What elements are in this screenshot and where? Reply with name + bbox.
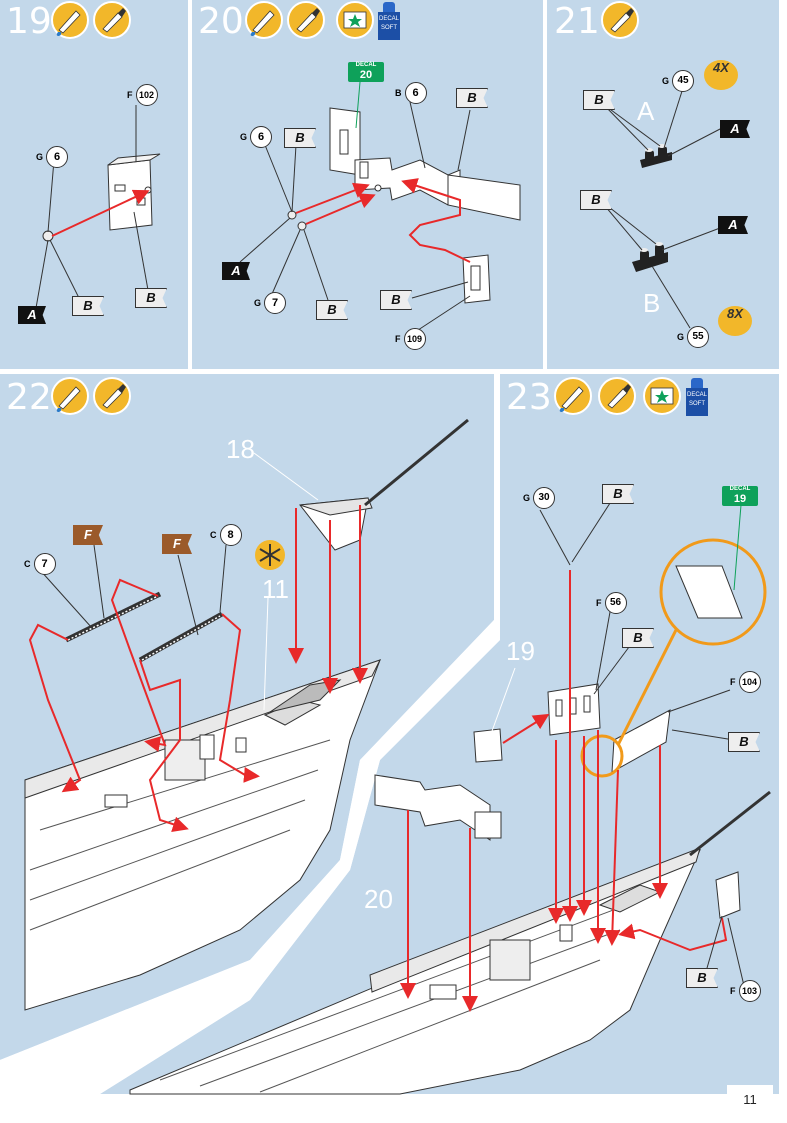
part-sprue: C	[24, 559, 31, 569]
paint-flag: B	[622, 628, 654, 648]
part-number: 55	[687, 326, 710, 348]
subassembly-label-a: A	[637, 96, 655, 126]
decal-soft-label: DECAL	[378, 16, 399, 22]
reference-number: 18	[226, 434, 255, 464]
decal-tag-label: DECAL	[355, 62, 377, 68]
page-number: 11	[727, 1085, 773, 1115]
quantity-badge: 8X	[718, 306, 752, 336]
part-sprue: F	[730, 677, 736, 687]
paint-flag: A	[718, 216, 748, 234]
paint-flag: B	[580, 190, 612, 210]
paint-flag: F	[73, 525, 103, 545]
part-callout: G 7	[254, 292, 287, 314]
paint-flag: B	[456, 88, 488, 108]
part-number: 109	[403, 328, 426, 350]
part-sprue: G	[36, 152, 44, 162]
reference-number: 19	[506, 636, 535, 666]
part-callout: G 30	[523, 487, 556, 509]
step-19-drawing	[35, 105, 161, 309]
reference-number: 20	[364, 884, 393, 914]
part-number: 103	[738, 980, 761, 1002]
part-number: 102	[135, 84, 158, 106]
paint-flag: B	[728, 732, 760, 752]
paint-flag: A	[720, 120, 750, 138]
part-callout: F 56	[596, 592, 627, 614]
part-number: 56	[604, 592, 627, 614]
part-sprue: F	[127, 90, 133, 100]
part-number: 6	[46, 146, 69, 168]
subassembly-label-b: B	[643, 288, 661, 318]
part-sprue: F	[395, 334, 401, 344]
decal-soft-bottle-icon: DECAL SOFT	[378, 2, 400, 42]
paint-flag: B	[72, 296, 104, 316]
part-callout: G 6	[240, 126, 273, 148]
part-sprue: G	[662, 76, 670, 86]
step-23-drawing	[129, 499, 771, 1095]
step-20-drawing	[239, 81, 521, 335]
step-number-21: 21	[554, 1, 600, 42]
part-callout: G 6	[36, 146, 69, 168]
paint-flag: B	[135, 288, 167, 308]
part-number: 6	[250, 126, 273, 148]
part-number: 104	[738, 671, 761, 693]
paint-flag: B	[583, 90, 615, 110]
step-number-20: 20	[198, 1, 244, 42]
step-number-19: 19	[6, 1, 52, 42]
decal-tag-number: 19	[733, 493, 747, 505]
part-callout: C 8	[210, 524, 242, 546]
part-sprue: G	[240, 132, 248, 142]
part-sprue: G	[677, 332, 685, 342]
part-callout: F 104	[730, 671, 761, 693]
part-number: 7	[33, 553, 56, 575]
part-callout: G 45	[662, 70, 695, 92]
paint-flag: B	[380, 290, 412, 310]
reference-number: 11	[262, 574, 289, 604]
part-number: 30	[533, 487, 556, 509]
part-callout: G 55	[677, 326, 710, 348]
decal-soft-bottle-icon: DECAL SOFT	[686, 378, 708, 418]
part-callout: F 102	[127, 84, 158, 106]
paint-flag: B	[602, 484, 634, 504]
decal-tag-number: 20	[359, 69, 373, 81]
decal-soft-sublabel: SOFT	[381, 25, 397, 31]
part-number: 45	[672, 70, 695, 92]
part-callout: C 7	[24, 553, 56, 575]
part-number: 7	[264, 292, 287, 314]
decal-soft-label: DECAL	[686, 392, 707, 398]
paint-flag: B	[686, 968, 718, 988]
part-sprue: F	[596, 598, 602, 608]
part-number: 8	[219, 524, 242, 546]
part-sprue: B	[395, 88, 402, 98]
part-sprue: G	[523, 493, 531, 503]
step-number-22: 22	[6, 377, 52, 418]
paint-flag: F	[162, 534, 192, 554]
decal-tag-19: DECAL 19	[722, 486, 758, 506]
part-sprue: C	[210, 530, 217, 540]
part-sprue: G	[254, 298, 262, 308]
decal-tag-label: DECAL	[729, 486, 751, 492]
part-callout: B 6	[395, 82, 427, 104]
step-number-23: 23	[506, 377, 552, 418]
decal-soft-sublabel: SOFT	[689, 401, 705, 407]
paint-flag: A	[18, 306, 46, 324]
step-21-drawing	[599, 87, 723, 329]
paint-flag: B	[316, 300, 348, 320]
part-number: 6	[404, 82, 427, 104]
paint-flag: B	[284, 128, 316, 148]
part-callout: F 109	[395, 328, 426, 350]
quantity-badge: 4X	[704, 60, 738, 90]
step-22-drawing	[24, 418, 469, 1011]
decal-tag-20: DECAL 20	[348, 62, 384, 82]
paint-flag: A	[222, 262, 250, 280]
part-callout: F 103	[730, 980, 761, 1002]
part-sprue: F	[730, 986, 736, 996]
